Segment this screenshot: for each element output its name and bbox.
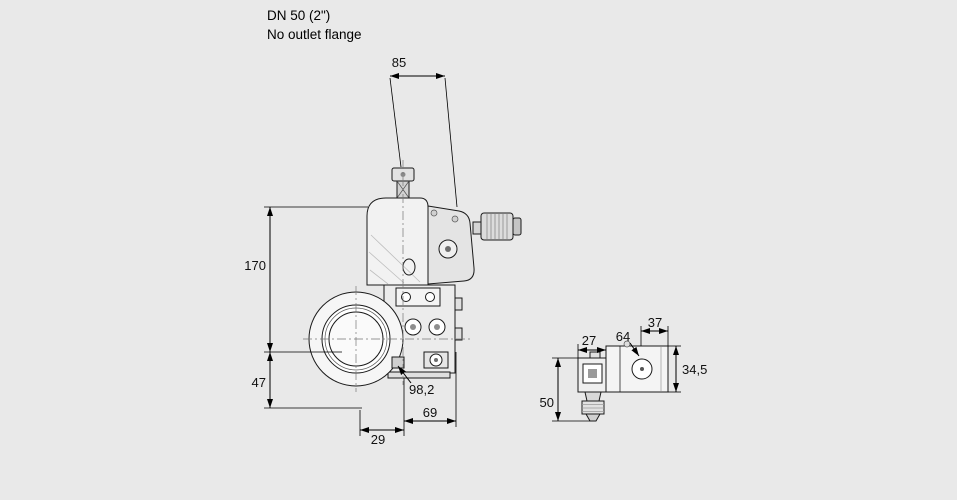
dim-69-label: 69 <box>423 405 437 420</box>
dim-85-label: 85 <box>392 55 406 70</box>
solenoid-block <box>605 340 669 393</box>
dim-98-2: 98,2 <box>397 365 434 397</box>
dim-47: 47 <box>252 352 362 409</box>
dim-27: 27 <box>577 333 606 358</box>
dim-37: 37 <box>640 315 669 346</box>
connector-plug <box>577 351 607 393</box>
drawing-title-variant: No outlet flange <box>267 27 362 42</box>
dim-34-5-label: 34,5 <box>682 362 707 377</box>
dim-27-label: 27 <box>582 333 596 348</box>
solenoid-side-view: 27 64 37 34,5 50 <box>540 315 707 422</box>
valve-actuator-dome <box>366 197 429 286</box>
dim-170-label: 170 <box>244 258 266 273</box>
dim-85: 85 <box>389 55 458 208</box>
dim-98-2-label: 98,2 <box>409 382 434 397</box>
dim-34-5: 34,5 <box>668 345 707 393</box>
cable-gland <box>581 391 605 422</box>
dim-69: 69 <box>404 352 457 427</box>
valve-front-view: 85 170 47 29 69 <box>244 55 522 447</box>
dim-37-label: 37 <box>648 315 662 330</box>
dim-64-label: 64 <box>616 329 630 344</box>
center-lines <box>303 160 470 392</box>
valve-fittings <box>391 318 449 369</box>
dim-64: 64 <box>616 329 640 357</box>
dim-29: 29 <box>359 378 405 447</box>
dim-29-label: 29 <box>371 432 385 447</box>
dim-50-label: 50 <box>540 395 554 410</box>
valve-side-cover <box>427 205 475 285</box>
dim-47-label: 47 <box>252 375 266 390</box>
dim-170: 170 <box>244 206 368 353</box>
dim-50: 50 <box>540 357 590 422</box>
drawing-title-model: DN 50 (2") <box>267 8 331 23</box>
valve-knob <box>472 212 522 241</box>
